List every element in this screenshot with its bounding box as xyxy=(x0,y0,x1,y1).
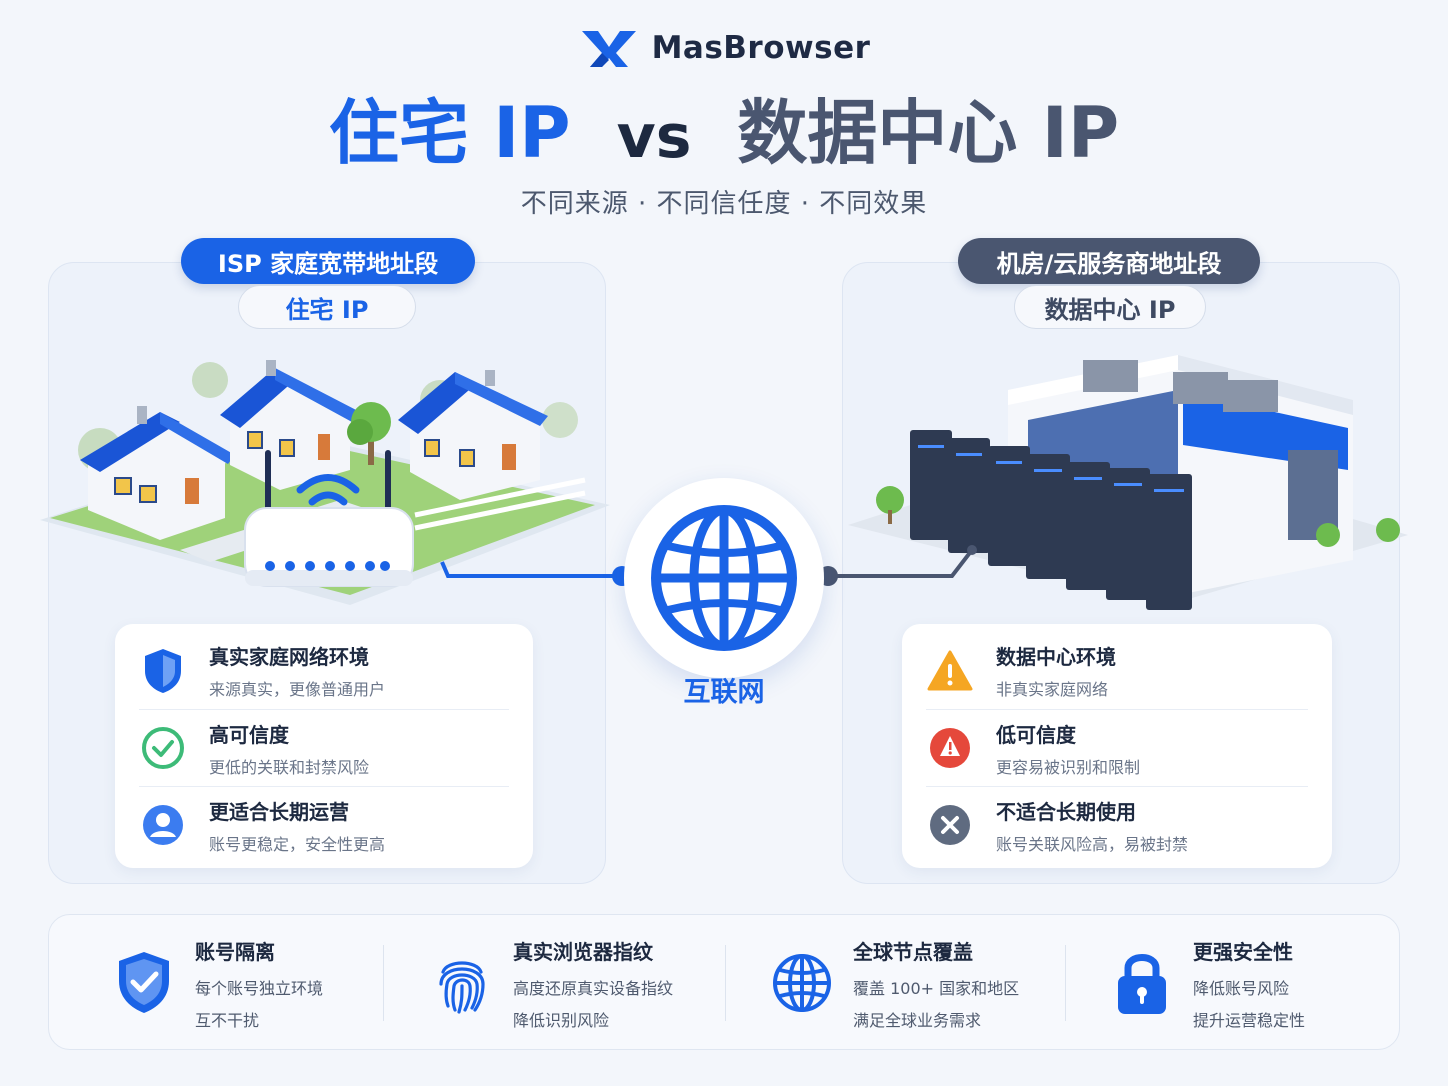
divider xyxy=(1065,945,1066,1021)
benefit-line: 覆盖 100+ 国家和地区 xyxy=(853,978,1020,998)
feature-desc: 账号更稳定，安全性更高 xyxy=(209,834,386,854)
benefit-line: 提升运营稳定性 xyxy=(1193,1010,1306,1030)
check-circle-icon xyxy=(139,724,187,772)
feature-desc: 更低的关联和封禁风险 xyxy=(209,757,370,777)
benefit-line: 满足全球业务需求 xyxy=(853,1010,982,1030)
globe-icon xyxy=(771,950,833,1016)
house-right xyxy=(398,370,548,500)
benefit-title: 账号隔离 xyxy=(195,939,275,964)
feature-title: 更适合长期运营 xyxy=(209,799,349,824)
feature-desc: 来源真实，更像普通用户 xyxy=(209,680,386,699)
feature-desc: 账号关联风险高，易被封禁 xyxy=(996,834,1189,854)
shield-check-icon xyxy=(113,950,175,1016)
benefit-item: 账号隔离 每个账号独立环境 互不干扰 xyxy=(113,915,323,1051)
benefit-title: 全球节点覆盖 xyxy=(853,939,973,964)
router-icon xyxy=(244,450,414,587)
divider xyxy=(383,945,384,1021)
user-icon xyxy=(139,801,187,849)
benefit-line: 降低识别风险 xyxy=(513,1010,610,1030)
brand-name: MasBrowser xyxy=(651,30,871,66)
fence xyxy=(414,477,586,531)
feature-item: 不适合长期使用 账号关联风险高，易被封禁 xyxy=(926,786,1308,863)
feature-title: 真实家庭网络环境 xyxy=(209,645,369,669)
warning-icon xyxy=(926,647,974,695)
alert-icon xyxy=(926,724,974,772)
residential-tag: ISP 家庭宽带地址段 xyxy=(181,238,475,284)
benefit-line: 高度还原真实设备指纹 xyxy=(513,978,674,998)
residential-features-card: 真实家庭网络环境 来源真实，更像普通用户 高可信度 更低的关联和封禁风险 更适合… xyxy=(115,624,533,868)
page-subtitle: 不同来源 · 不同信任度 · 不同效果 xyxy=(520,189,928,219)
feature-desc: 更容易被识别和限制 xyxy=(996,757,1141,777)
datacenter-illustration xyxy=(848,355,1408,610)
title-residential: 住宅 IP xyxy=(328,92,571,174)
feature-title: 低可信度 xyxy=(996,722,1076,747)
benefit-item: 真实浏览器指纹 高度还原真实设备指纹 降低识别风险 xyxy=(431,915,673,1051)
benefit-item: 全球节点覆盖 覆盖 100+ 国家和地区 满足全球业务需求 xyxy=(771,915,1019,1051)
masbrowser-logo-icon xyxy=(581,31,636,67)
internet-label: 互联网 xyxy=(683,677,765,708)
server-racks xyxy=(910,430,1192,610)
datacenter-tag: 机房/云服务商地址段 xyxy=(958,238,1260,284)
feature-item: 数据中心环境 非真实家庭网络 xyxy=(926,632,1308,709)
benefit-line: 每个账号独立环境 xyxy=(195,978,324,998)
lock-icon xyxy=(1111,950,1173,1016)
feature-item: 更适合长期运营 账号更稳定，安全性更高 xyxy=(139,786,509,863)
feature-desc: 非真实家庭网络 xyxy=(996,680,1109,699)
brand-header: MasBrowser xyxy=(0,26,1448,70)
feature-title: 数据中心环境 xyxy=(996,645,1116,669)
page-title: 住宅 IP vs 数据中心 IP xyxy=(0,88,1448,182)
houses-illustration xyxy=(40,360,610,605)
benefit-title: 真实浏览器指纹 xyxy=(513,939,653,964)
fingerprint-icon xyxy=(431,950,493,1016)
divider xyxy=(725,945,726,1021)
feature-title: 不适合长期使用 xyxy=(996,799,1136,824)
datacenter-features-card: 数据中心环境 非真实家庭网络 低可信度 更容易被识别和限制 不适合长期使用 账号… xyxy=(902,624,1332,868)
benefits-bar: 账号隔离 每个账号独立环境 互不干扰 真实浏览器指纹 高度还原真实设备指纹 降低… xyxy=(48,914,1400,1050)
x-circle-icon xyxy=(926,801,974,849)
internet-globe xyxy=(624,478,824,678)
benefit-item: 更强安全性 降低账号风险 提升运营稳定性 xyxy=(1111,915,1305,1051)
benefit-line: 降低账号风险 xyxy=(1193,978,1290,998)
feature-item: 低可信度 更容易被识别和限制 xyxy=(926,709,1308,786)
globe-icon xyxy=(651,505,797,651)
shield-icon xyxy=(139,647,187,695)
feature-item: 高可信度 更低的关联和封禁风险 xyxy=(139,709,509,786)
benefit-title: 更强安全性 xyxy=(1193,939,1293,964)
house-middle xyxy=(220,360,360,490)
feature-item: 真实家庭网络环境 来源真实，更像普通用户 xyxy=(139,632,509,709)
title-vs: vs xyxy=(616,102,692,172)
title-datacenter: 数据中心 IP xyxy=(737,92,1120,174)
datacenter-label: 数据中心 IP xyxy=(1014,285,1206,329)
house-left xyxy=(80,406,235,540)
residential-label: 住宅 IP xyxy=(238,285,416,329)
benefit-line: 互不干扰 xyxy=(195,1010,260,1030)
feature-title: 高可信度 xyxy=(209,722,289,747)
